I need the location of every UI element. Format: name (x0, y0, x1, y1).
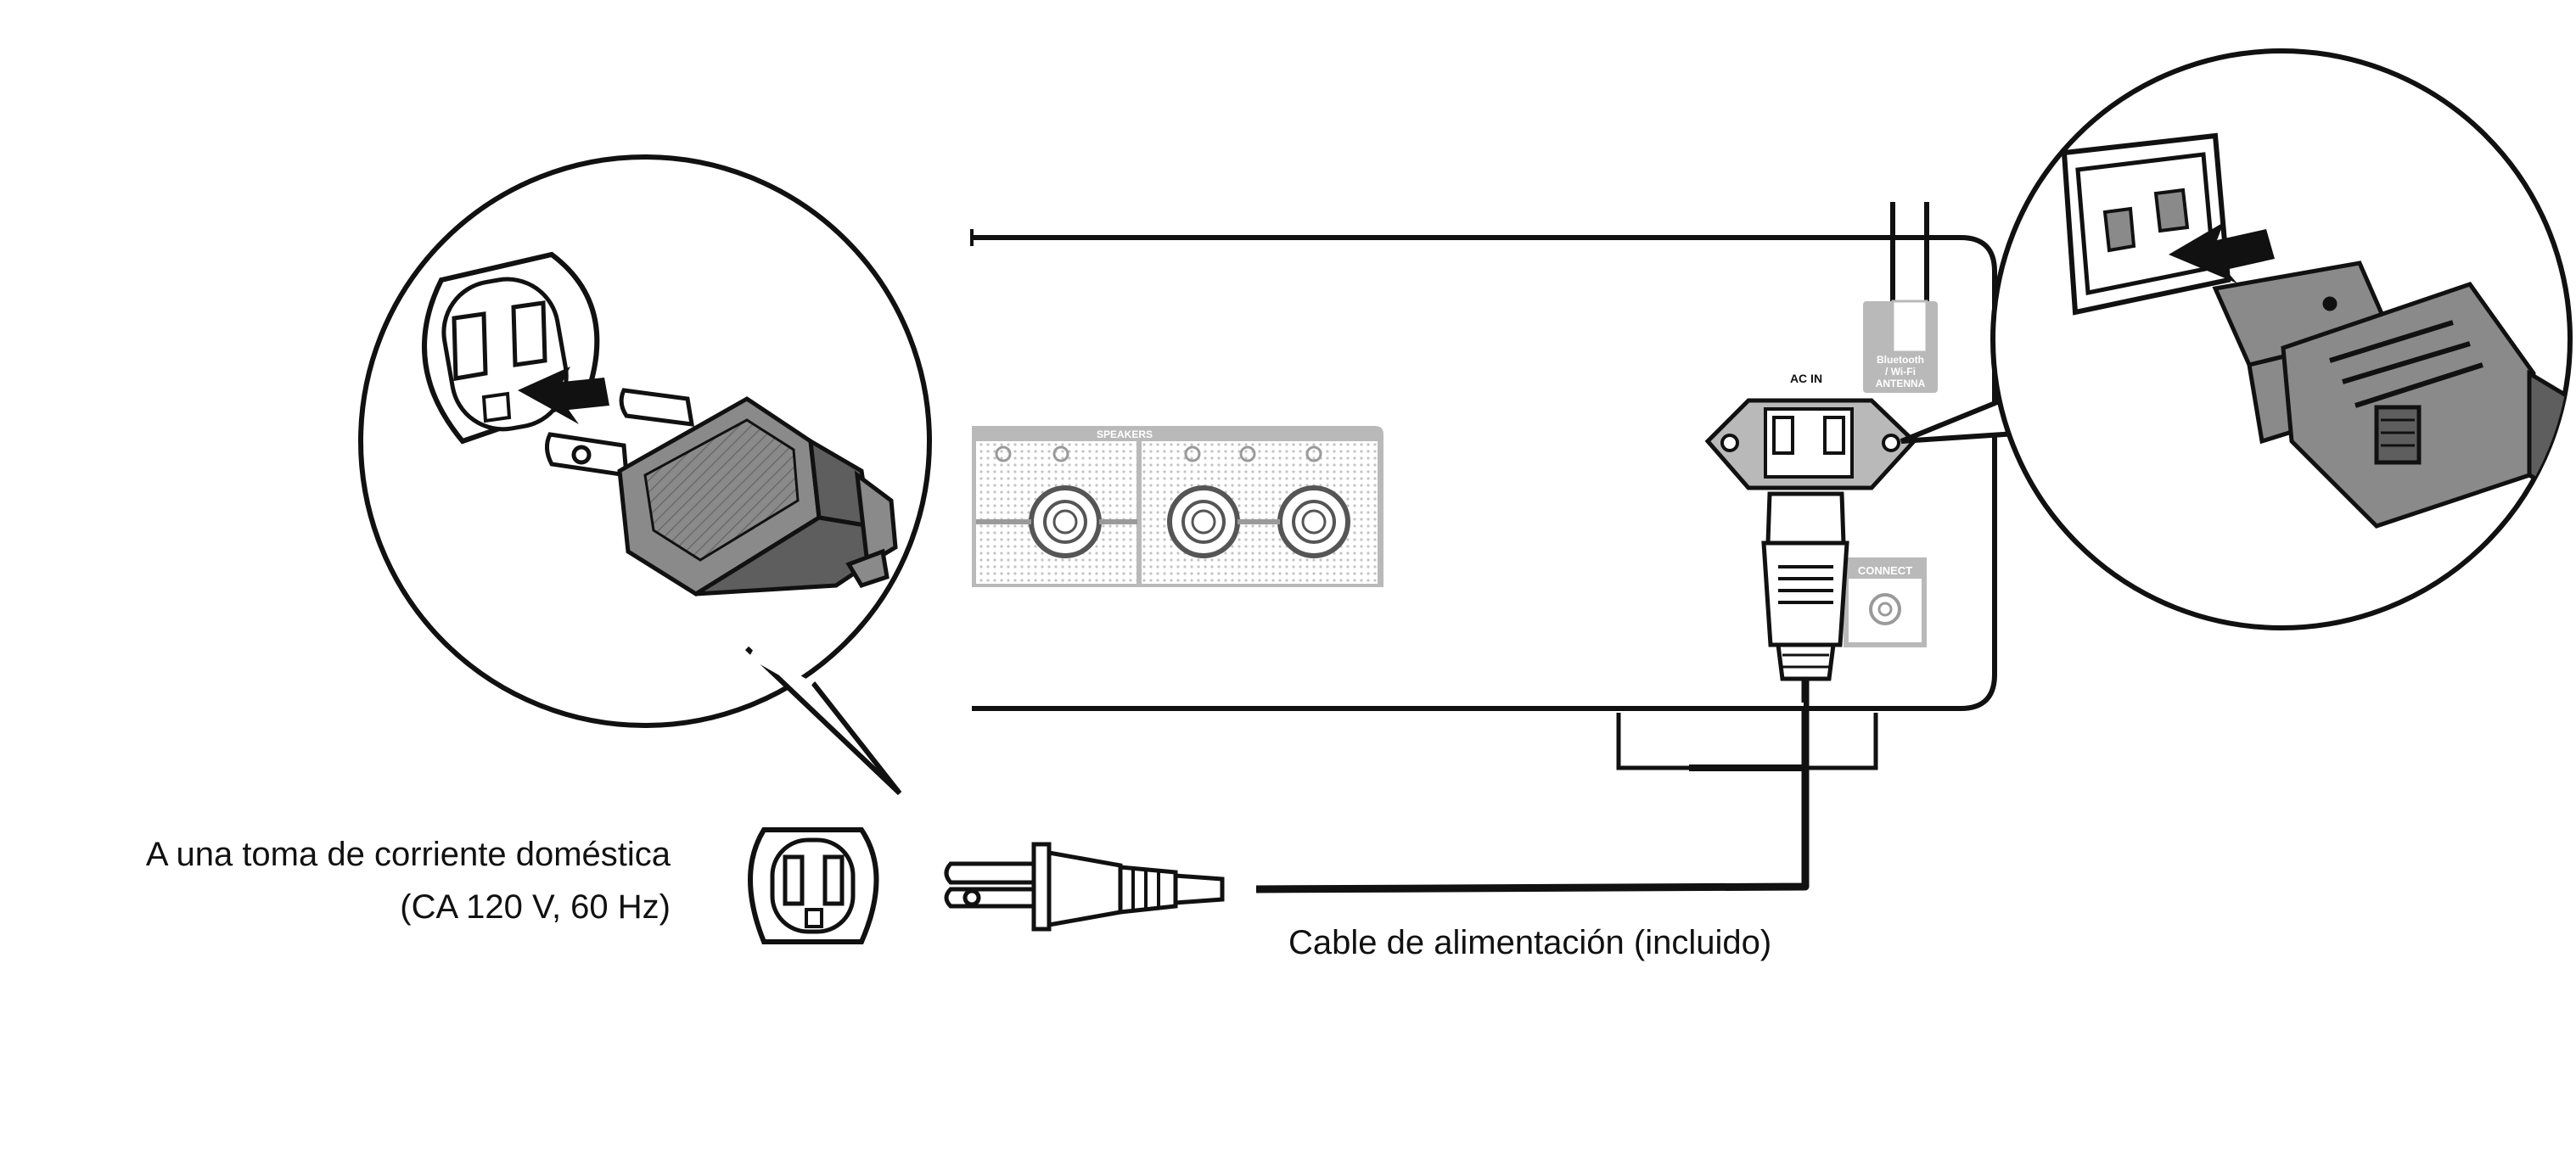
speakers-label: SPEAKERS (1097, 428, 1153, 440)
power-plug-icon (944, 842, 1225, 932)
device-rear-panel (970, 229, 1997, 771)
iec-plug-inserted (1761, 491, 1849, 681)
iec-connector-icon (2212, 260, 2570, 529)
speaker-binding-post (1167, 485, 1240, 558)
power-cable (1255, 679, 1810, 893)
power-plug-enlarged-icon (545, 388, 898, 596)
outlet-caption-line-2: (CA 120 V, 60 Hz) (400, 888, 671, 926)
left-magnifier (358, 154, 932, 796)
speaker-binding-post (1277, 485, 1350, 558)
right-magnifier (1900, 48, 2573, 630)
cable-caption: Cable de alimentación (incluido) (1288, 924, 1772, 961)
ac-in-socket-enlarged (2061, 132, 2231, 316)
antenna-label-1: Bluetooth (1877, 354, 1924, 366)
antenna-label-3: ANTENNA (1876, 378, 1926, 389)
arrow-icon (2169, 222, 2275, 283)
ac-in-socket: AC IN (1704, 372, 1917, 490)
device-foot (1616, 713, 1878, 771)
connect-port: CONNECT (1844, 557, 1927, 647)
speaker-binding-post (1029, 485, 1102, 558)
speakers-terminal-panel: SPEAKERS (972, 426, 1383, 587)
antenna: Bluetooth / Wi-Fi ANTENNA (1863, 202, 1938, 393)
connect-label: CONNECT (1858, 564, 1912, 577)
ac-in-label: AC IN (1790, 372, 1822, 385)
arrow-icon (518, 367, 609, 424)
antenna-label-2: / Wi-Fi (1885, 366, 1916, 378)
outlet-caption-line-1: A una toma de corriente doméstica (145, 836, 671, 873)
wall-outlet-icon (748, 827, 879, 944)
